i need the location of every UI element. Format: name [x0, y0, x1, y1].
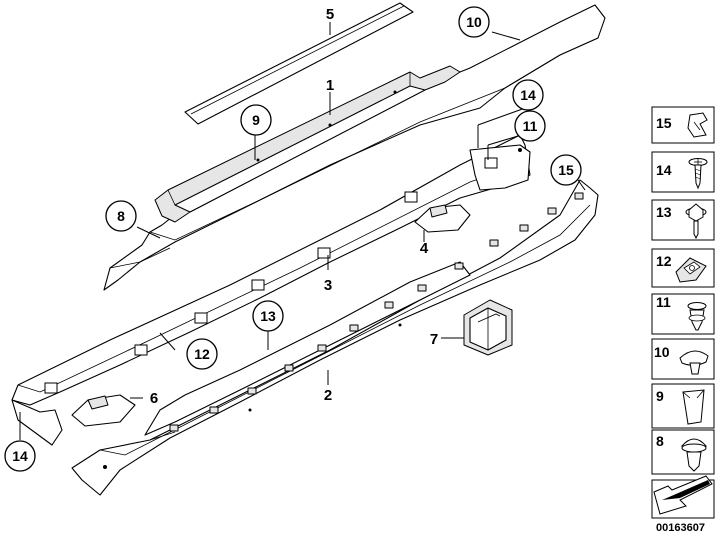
part-2-side-skirt [71, 179, 599, 496]
diagram-id: 00163607 [656, 522, 705, 534]
label-4: 4 [420, 240, 429, 257]
callout-13: 13 [252, 300, 284, 332]
svg-text:12: 12 [656, 253, 672, 269]
svg-text:14: 14 [656, 162, 672, 178]
callout-14-bottom: 14 [4, 440, 36, 472]
grommet-icon [682, 389, 705, 425]
part-1-entrance-strip [154, 65, 461, 223]
callout-11: 11 [514, 110, 546, 142]
legend-item-14: 14 [651, 151, 715, 193]
label-1: 1 [326, 77, 334, 94]
label-5: 5 [326, 6, 334, 23]
label-7: 7 [430, 331, 438, 348]
svg-text:13: 13 [656, 204, 672, 220]
svg-text:14: 14 [12, 448, 28, 464]
callout-14-top: 14 [512, 79, 544, 111]
svg-text:14: 14 [520, 87, 536, 103]
expanding-rivet-icon [687, 302, 707, 331]
svg-text:8: 8 [117, 208, 125, 224]
part-14-end-block [11, 399, 63, 446]
svg-text:9: 9 [656, 388, 664, 404]
part-4-bracket [414, 204, 471, 233]
part-5-strip [184, 2, 414, 125]
svg-text:10: 10 [654, 344, 670, 360]
svg-text:9: 9 [252, 112, 260, 128]
svg-text:13: 13 [260, 308, 276, 324]
callout-10: 10 [458, 6, 490, 38]
legend-item-10: 10 [651, 338, 715, 380]
svg-text:8: 8 [656, 433, 664, 449]
svg-text:15: 15 [656, 115, 672, 131]
label-2: 2 [324, 387, 332, 404]
spreader-nut-icon [679, 350, 709, 375]
svg-text:11: 11 [656, 294, 671, 310]
push-clip-icon [680, 438, 708, 472]
part-10-sill-cover [103, 4, 606, 291]
legend-item-9: 9 [651, 383, 715, 429]
part-7-plug [463, 299, 513, 356]
svg-text:10: 10 [466, 14, 482, 30]
part-6-bracket [71, 394, 136, 427]
callout-15: 15 [550, 154, 582, 186]
legend-item-13: 13 [651, 199, 715, 241]
svg-text:15: 15 [558, 162, 574, 178]
direction-arrow-icon [651, 475, 715, 519]
svg-text:11: 11 [523, 118, 538, 134]
legend-item-12: 12 [651, 248, 715, 288]
screw-icon [688, 158, 708, 190]
callout-9: 9 [240, 104, 272, 136]
clip-nut-icon [675, 257, 707, 283]
retainer-clip-icon [687, 112, 708, 138]
leader-lines [19, 22, 586, 440]
fastener-legend: 15 14 13 [651, 106, 715, 519]
label-3: 3 [324, 277, 332, 294]
svg-text:12: 12 [194, 346, 210, 362]
callout-8: 8 [105, 200, 137, 232]
part-3-carrier-rail [11, 134, 531, 406]
legend-item-8: 8 [651, 429, 715, 475]
label-6: 6 [150, 390, 158, 407]
legend-item-15: 15 [651, 106, 715, 144]
legend-item-11: 11 [651, 293, 715, 335]
collar-screw-icon [685, 203, 707, 240]
callout-12: 12 [186, 338, 218, 370]
